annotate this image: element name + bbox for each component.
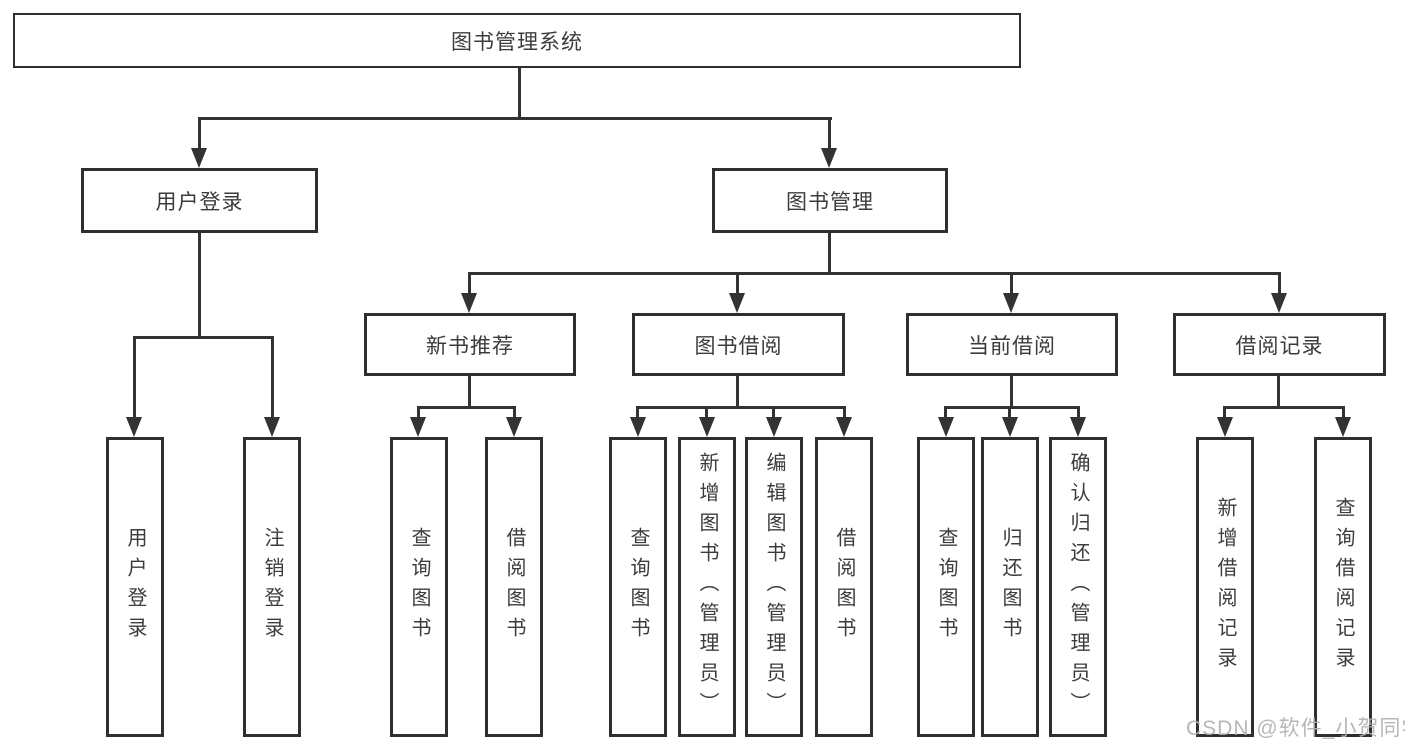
connector-line <box>944 406 947 417</box>
arrow-down-icon <box>699 417 715 437</box>
arrow-down-icon <box>191 148 207 168</box>
node-book-borrow: 图书借阅 <box>632 313 845 376</box>
node-new-book-recommend: 新书推荐 <box>364 313 576 376</box>
node-label: 借阅图书 <box>503 527 525 647</box>
leaf-query-book-3: 查询图书 <box>917 437 975 737</box>
arrow-down-icon <box>410 417 426 437</box>
arrow-down-icon <box>1335 417 1351 437</box>
connector-line <box>636 406 639 417</box>
node-user-login: 用户登录 <box>81 168 318 233</box>
connector-line <box>1077 406 1080 417</box>
node-label: 注销登录 <box>261 527 283 647</box>
connector-line <box>198 233 201 336</box>
node-label: 借阅图书 <box>833 527 855 647</box>
connector-line <box>198 117 832 120</box>
connector-line <box>843 406 846 417</box>
arrow-down-icon <box>1070 417 1086 437</box>
leaf-return-book: 归还图书 <box>981 437 1039 737</box>
connector-line <box>1010 272 1013 293</box>
connector-line <box>1342 406 1345 417</box>
leaf-confirm-return-admin: 确认归还（管理员） <box>1049 437 1107 737</box>
arrow-down-icon <box>1003 293 1019 313</box>
leaf-add-book-admin: 新增图书（管理员） <box>678 437 736 737</box>
connector-line <box>736 376 739 406</box>
connector-line <box>513 406 516 417</box>
node-label: 用户登录 <box>155 190 244 214</box>
node-borrow-record: 借阅记录 <box>1173 313 1386 376</box>
node-label: 借阅记录 <box>1235 334 1324 358</box>
leaf-logout: 注销登录 <box>243 437 301 737</box>
connector-line <box>1008 406 1011 417</box>
node-label: 图书管理系统 <box>451 30 583 54</box>
node-current-borrow: 当前借阅 <box>906 313 1118 376</box>
connector-line <box>271 336 274 417</box>
connector-line <box>1223 406 1226 417</box>
connector-line <box>828 117 831 150</box>
connector-line <box>468 272 471 293</box>
leaf-query-borrow-record: 查询借阅记录 <box>1314 437 1372 737</box>
arrow-down-icon <box>729 293 745 313</box>
arrow-down-icon <box>630 417 646 437</box>
node-label: 当前借阅 <box>968 334 1056 358</box>
connector-line <box>1010 376 1013 406</box>
connector-line <box>198 117 201 150</box>
leaf-edit-book-admin: 编辑图书（管理员） <box>745 437 803 737</box>
connector-line <box>468 376 471 406</box>
leaf-query-book-2: 查询图书 <box>609 437 667 737</box>
node-label: 编辑图书（管理员） <box>763 452 785 722</box>
node-library-system: 图书管理系统 <box>13 13 1021 68</box>
arrow-down-icon <box>821 148 837 168</box>
connector-line <box>417 406 420 417</box>
connector-line <box>468 272 1281 275</box>
node-label: 图书管理 <box>786 190 874 214</box>
arrow-down-icon <box>938 417 954 437</box>
node-label: 查询借阅记录 <box>1332 497 1354 677</box>
node-label: 查询图书 <box>627 527 649 647</box>
node-label: 新增图书（管理员） <box>696 452 718 722</box>
arrow-down-icon <box>264 417 280 437</box>
arrow-down-icon <box>1217 417 1233 437</box>
connector-line <box>133 336 274 339</box>
node-label: 新书推荐 <box>426 334 514 358</box>
node-label: 归还图书 <box>999 527 1021 647</box>
connector-line <box>736 272 739 293</box>
arrow-down-icon <box>461 293 477 313</box>
node-label: 新增借阅记录 <box>1214 497 1236 677</box>
leaf-query-book-1: 查询图书 <box>390 437 448 737</box>
connector-line <box>1278 272 1281 293</box>
leaf-user-login: 用户登录 <box>106 437 164 737</box>
connector-line <box>1223 406 1345 409</box>
connector-line <box>636 406 846 409</box>
node-label: 查询图书 <box>408 527 430 647</box>
connector-line <box>944 406 1080 409</box>
node-label: 确认归还（管理员） <box>1067 452 1089 722</box>
node-label: 图书借阅 <box>694 334 783 358</box>
arrow-down-icon <box>506 417 522 437</box>
arrow-down-icon <box>1002 417 1018 437</box>
arrow-down-icon <box>1271 293 1287 313</box>
node-label: 用户登录 <box>124 527 146 647</box>
leaf-borrow-book-2: 借阅图书 <box>815 437 873 737</box>
csdn-watermark: CSDN @软件_小贺同学 <box>1186 717 1405 740</box>
connector-line <box>705 406 708 417</box>
arrow-down-icon <box>836 417 852 437</box>
leaf-add-borrow-record: 新增借阅记录 <box>1196 437 1254 737</box>
connector-line <box>772 406 775 417</box>
connector-line <box>1277 376 1280 406</box>
arrow-down-icon <box>766 417 782 437</box>
node-book-management: 图书管理 <box>712 168 948 233</box>
connector-line <box>828 233 831 272</box>
connector-line <box>133 336 136 417</box>
leaf-borrow-book-1: 借阅图书 <box>485 437 543 737</box>
node-label: 查询图书 <box>935 527 957 647</box>
arrow-down-icon <box>126 417 142 437</box>
connector-line <box>518 68 521 117</box>
connector-line <box>417 406 516 409</box>
